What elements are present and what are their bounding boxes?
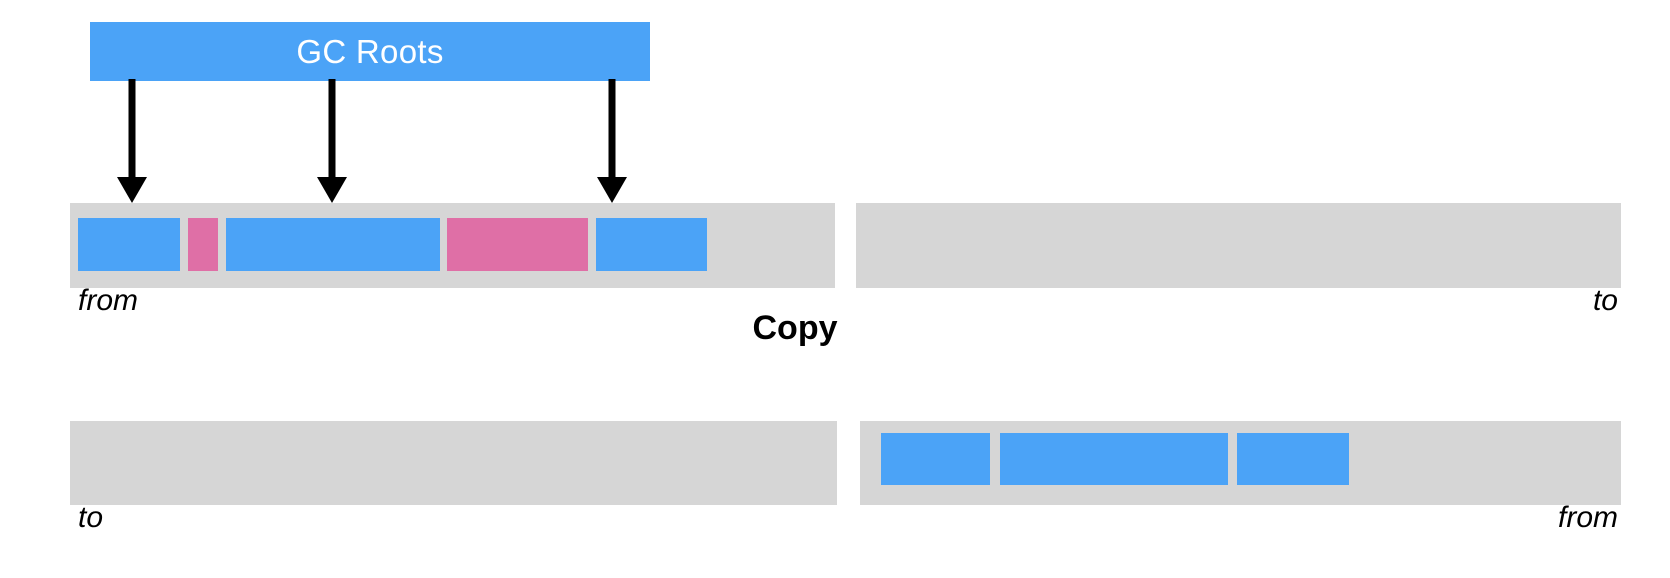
- heap-block-live: [881, 433, 990, 485]
- root-arrow-3: [592, 79, 632, 203]
- heap-block-live: [78, 218, 180, 271]
- heap-block-live: [1237, 433, 1349, 485]
- heap-block-live: [1000, 433, 1228, 485]
- heap-block-live: [596, 218, 707, 271]
- space-label-to-top: to: [1592, 284, 1618, 317]
- gc-roots-box: GC Roots: [90, 22, 650, 81]
- space-label-from-top: from: [78, 284, 138, 317]
- space-label-from-bottom: from: [1558, 501, 1618, 534]
- heap-space-to-top: [856, 203, 1621, 288]
- root-arrow-1: [112, 79, 152, 203]
- heap-block-garbage: [188, 218, 218, 271]
- operation-title: Copy: [752, 309, 838, 347]
- heap-space-to-bottom: [70, 421, 837, 505]
- heap-block-garbage: [447, 218, 588, 271]
- heap-block-live: [226, 218, 440, 271]
- root-arrow-2: [312, 79, 352, 203]
- space-label-to-bottom: to: [78, 501, 104, 534]
- gc-roots-label: GC Roots: [296, 33, 444, 70]
